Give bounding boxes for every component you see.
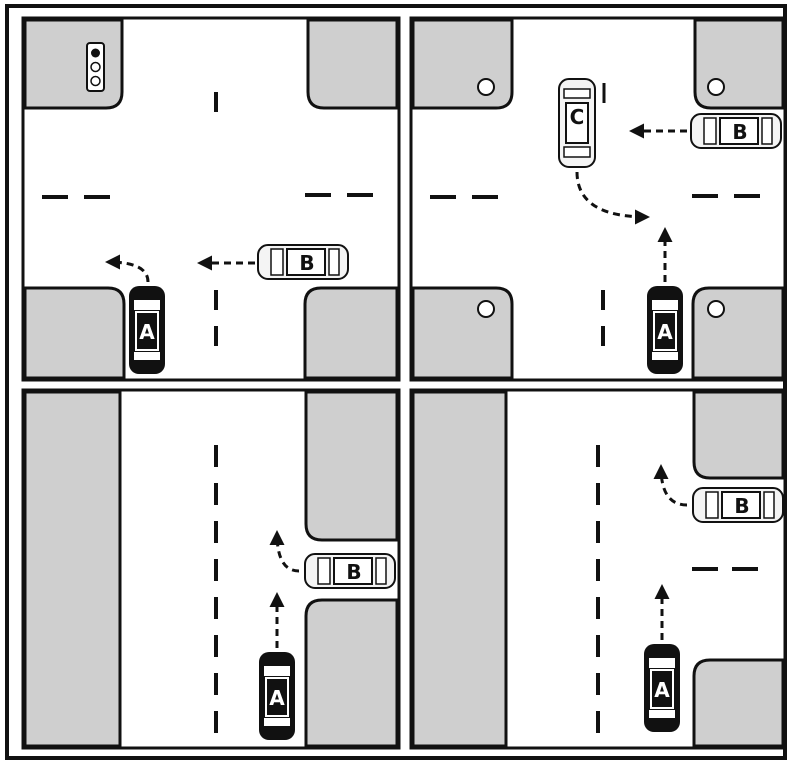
curb-block-sw	[23, 286, 126, 380]
circle-marker-icon	[477, 78, 495, 96]
curb-block-ne	[692, 390, 785, 480]
curb-block-west	[23, 390, 122, 748]
car-a: A	[129, 286, 165, 374]
curb-block-sw	[411, 286, 514, 380]
curb-block-se	[304, 598, 399, 748]
car-label: B	[299, 251, 314, 275]
car-b: B	[690, 113, 782, 149]
car-b: B	[304, 553, 396, 589]
circle-marker-icon	[707, 78, 725, 96]
panel-top-right: C B A	[409, 16, 787, 382]
panel-bottom-left: B A	[21, 388, 401, 750]
car-label: B	[734, 494, 749, 518]
curb-block-ne	[304, 390, 399, 542]
car-c: C	[558, 78, 596, 168]
curb-block-west	[411, 390, 508, 748]
circle-marker-icon	[477, 300, 495, 318]
car-label: C	[570, 105, 585, 129]
dashed-arrow-icon	[269, 530, 300, 573]
car-label: B	[346, 560, 361, 584]
car-a: A	[259, 652, 295, 740]
car-b: B	[692, 487, 784, 523]
car-label: A	[269, 686, 285, 710]
curb-block-nw	[23, 18, 124, 110]
curb-block-se	[303, 286, 399, 380]
dashed-arrow-icon	[575, 171, 650, 225]
circle-marker-icon	[707, 300, 725, 318]
car-label: A	[654, 678, 670, 702]
traffic-light-icon	[86, 42, 105, 92]
dashed-arrow-icon	[105, 254, 150, 283]
car-b: B	[257, 244, 349, 280]
car-label: A	[657, 320, 673, 344]
panel-bottom-right: B A	[409, 388, 787, 750]
car-label: A	[139, 320, 155, 344]
car-a: A	[644, 644, 680, 732]
curb-block-se	[691, 286, 785, 380]
curb-block-ne	[306, 18, 399, 110]
panel-top-left: A B	[21, 16, 401, 382]
curb-block-ne	[693, 18, 785, 110]
car-label: B	[732, 120, 747, 144]
curb-block-nw	[411, 18, 514, 110]
car-a: A	[647, 286, 683, 374]
curb-block-se	[692, 658, 785, 748]
dashed-arrow-icon	[653, 464, 688, 507]
